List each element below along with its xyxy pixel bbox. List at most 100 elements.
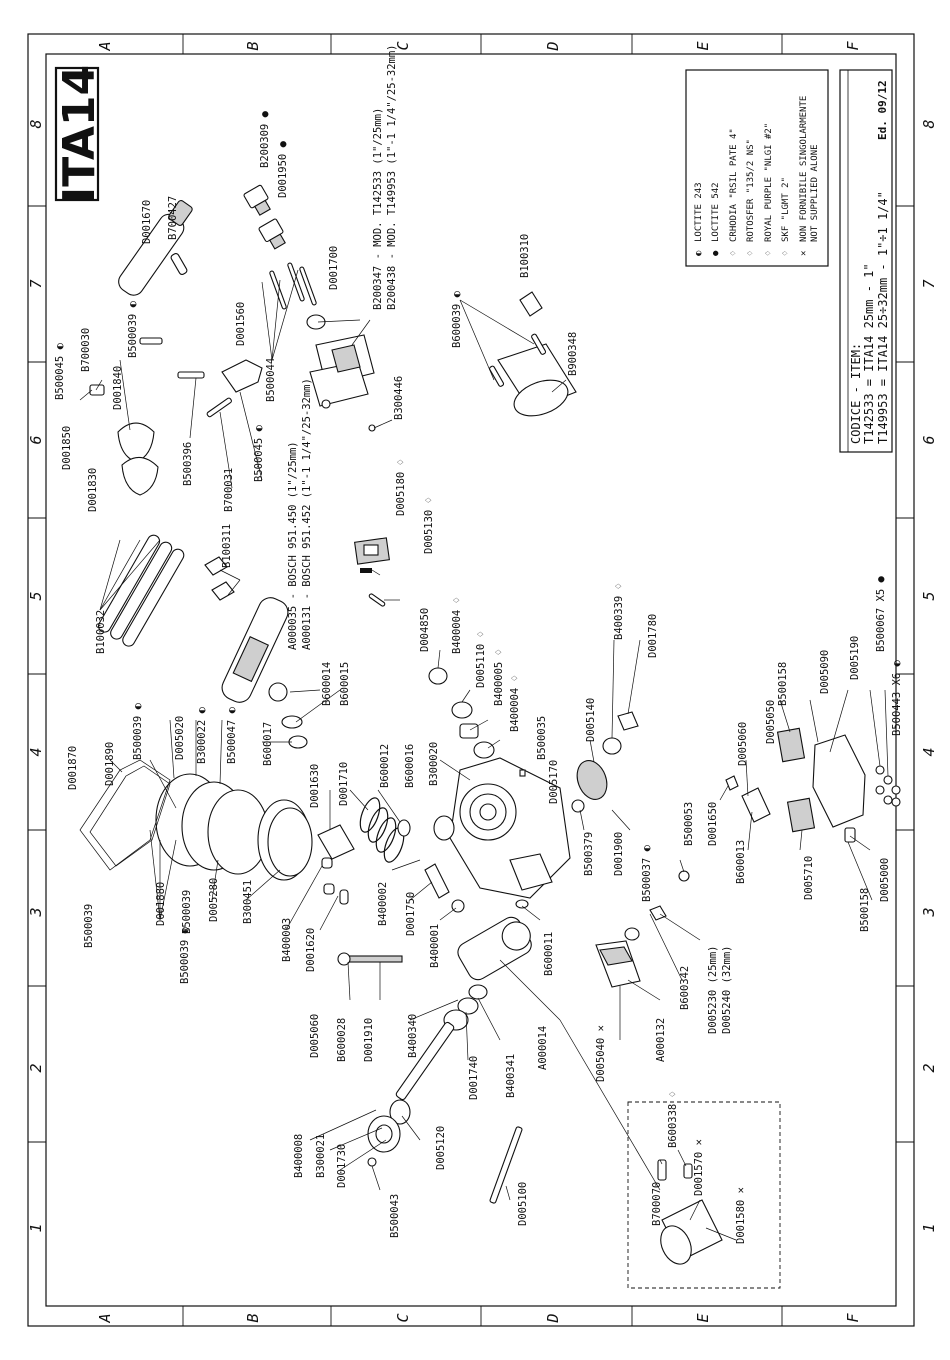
part-label: B600012	[379, 744, 391, 788]
part-label: D005230 (25mm)	[707, 945, 719, 1034]
part-label: B300451	[242, 880, 254, 924]
part-label: B500039 ◐	[132, 702, 144, 760]
part-label: B500379	[583, 832, 595, 876]
zone-number-right: 8	[920, 119, 938, 128]
part-label: B600013	[735, 840, 747, 884]
part-label: B500039 ◐	[127, 300, 139, 358]
part-label: B500053	[683, 802, 695, 846]
item-code-line: T149953 = ITA14 25÷32mm - 1"÷1 1/4"	[876, 191, 890, 444]
part-label: D001730	[336, 1144, 348, 1188]
zone-number-left: 6	[27, 435, 45, 444]
part-label: D005180 ♢	[395, 459, 407, 516]
legend-entry: ●	[711, 250, 721, 256]
part-label: B500045 ◐	[54, 342, 66, 400]
part-label: B600028	[336, 1018, 348, 1062]
part-label: B400005 ♢	[493, 649, 505, 706]
part-label: D005040 ✕	[595, 1025, 607, 1082]
part-label: B400001	[429, 924, 441, 968]
part-label: D001700	[328, 246, 340, 290]
zone-number-left: 2	[27, 1063, 45, 1072]
zone-letter-top: B	[244, 41, 262, 50]
legend-entry: ✕	[799, 251, 809, 256]
part-label: D001560	[235, 302, 247, 346]
part-label: B600015	[339, 662, 351, 706]
zone-letter-top: C	[394, 41, 412, 50]
part-label: B400339 ♢	[613, 583, 625, 640]
legend-entry: NOT SUPPLIED ALONE	[810, 144, 820, 242]
part-label: D005240 (32mm)	[721, 945, 733, 1034]
part-label: B500039	[83, 904, 95, 948]
legend-entry: SKF "LGMT 2"	[781, 177, 791, 242]
part-label: B700030	[80, 328, 92, 372]
part-label: D001830	[87, 468, 99, 512]
legend-entry: NON FORNIBILE SINGOLARMENTE	[799, 96, 809, 242]
part-label: D001850	[61, 426, 73, 470]
part-label: D004850	[419, 608, 431, 652]
part-labels: B500045 ◐ B700030 D001840 D001850 D00183…	[54, 44, 903, 1244]
part-label: D005710	[803, 856, 815, 900]
legend-entry: ♢	[729, 251, 739, 256]
part-label: A000131 - BOSCH 951.452 (1"-1 1/4"/25-32…	[301, 378, 313, 650]
part-label: D001880	[155, 882, 167, 926]
leader-lines	[79, 269, 889, 1241]
part-label: B500035	[536, 716, 548, 760]
legend-entry: ♢	[764, 251, 774, 256]
part-label: B700427	[167, 196, 179, 240]
part-label: D001890	[104, 742, 116, 786]
legend-entry: ◐	[694, 250, 704, 256]
part-label: B900348	[567, 332, 579, 376]
part-label: B500443 X6 ◐	[891, 659, 903, 736]
part-label: B400340	[407, 1014, 419, 1058]
part-label: D005090	[819, 650, 831, 694]
part-label: B400003	[281, 918, 293, 962]
zone-number-right: 1	[920, 1223, 938, 1232]
zone-letter-top: F	[844, 41, 862, 51]
zone-letter-bottom: B	[244, 1313, 262, 1322]
part-label: B600016	[404, 744, 416, 788]
part-label: B400004 ♢	[451, 597, 463, 654]
zone-letter-bottom: F	[844, 1313, 862, 1323]
zone-number-right: 2	[920, 1063, 938, 1072]
part-label: D001750	[405, 892, 417, 936]
part-label: B600338 ♢	[667, 1091, 679, 1148]
legend-entry: ROYAL PURPLE "NLGI #2"	[764, 123, 774, 242]
part-label: B400341	[505, 1054, 517, 1098]
zone-number-right: 6	[920, 435, 938, 444]
part-label: A000035 - BOSCH 951.450 (1"/25mm)	[287, 441, 299, 650]
part-label: D001900	[613, 832, 625, 876]
part-label: B600017	[262, 722, 274, 766]
part-label: B100311	[221, 524, 233, 568]
part-label: B200309 ●	[259, 110, 271, 168]
part-label: B400002	[377, 882, 389, 926]
outer-frame	[27, 33, 915, 1327]
part-label: B300021	[315, 1134, 327, 1178]
part-label: D005110 ♢	[475, 631, 487, 688]
title-box: ITA14	[54, 65, 105, 203]
part-label: B100032	[95, 610, 107, 654]
legend-entry: ♢	[781, 251, 791, 256]
part-label: D001570 ✕	[693, 1139, 705, 1196]
inner-frame	[45, 53, 897, 1307]
part-label: B700031	[223, 468, 235, 512]
part-label: D001710	[338, 762, 350, 806]
zone-number-left: 4	[27, 747, 45, 756]
legend-entry: LOCTITE 542	[711, 182, 721, 242]
part-label: B500044	[265, 358, 277, 402]
zone-number-right: 4	[920, 747, 938, 756]
part-label: B600342	[679, 966, 691, 1010]
part-label: D005060	[309, 1014, 321, 1058]
part-label: D001870	[67, 746, 79, 790]
part-label: B600011	[543, 932, 555, 976]
part-label: B500039	[181, 890, 193, 934]
part-label: D005020	[174, 716, 186, 760]
part-label: B500043	[389, 1194, 401, 1238]
grid-numbers: 1 2 3 4 5 6 7 8 1 2 3 4 5 6 7 8	[27, 119, 938, 1232]
zone-number-left: 1	[27, 1223, 45, 1232]
zone-letter-bottom: A	[96, 1313, 114, 1323]
part-label: D001580 ✕	[735, 1187, 747, 1244]
part-label: D001780	[647, 614, 659, 658]
part-label: B300446	[393, 376, 405, 420]
zone-number-right: 5	[920, 591, 938, 600]
part-label: D005100	[517, 1182, 529, 1226]
